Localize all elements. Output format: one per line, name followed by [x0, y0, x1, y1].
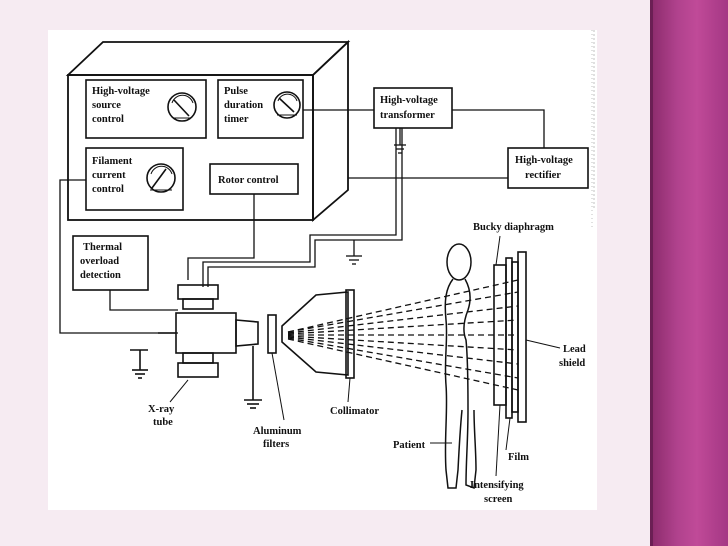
detector-assembly: Bucky diaphragm Film Intensifying screen…: [470, 222, 586, 505]
meter-dial-icon: [146, 163, 176, 193]
filament-control-box: Filament current control: [85, 147, 184, 211]
collimator: Collimator: [281, 289, 379, 417]
hv-source-control-label-1: High-voltage: [92, 86, 150, 97]
filament-control-label-2: current: [92, 170, 126, 181]
aluminum-filters-label-1: Aluminum: [253, 426, 302, 437]
intensifying-screen-label-1: Intensifying: [470, 480, 524, 491]
filament-control-label-1: Filament: [92, 156, 133, 167]
filament-control-label-3: control: [92, 184, 124, 195]
hv-transformer-label-2: transformer: [380, 110, 435, 121]
hv-source-control-label-2: source: [92, 100, 121, 111]
lead-shield-label-1: Lead: [563, 344, 586, 355]
pulse-timer-box: Pulse duration timer: [217, 79, 304, 139]
xray-tube-label-2: tube: [153, 417, 173, 428]
patient-figure: Patient: [393, 243, 477, 490]
xray-system-diagram: High-voltage source control Pulse durati…: [48, 30, 597, 510]
hv-rectifier-box: High-voltage rectifier: [507, 147, 589, 189]
bucky-diaphragm-label: Bucky diaphragm: [473, 222, 554, 233]
rotor-control-label: Rotor control: [218, 175, 279, 186]
thermal-overload-box: Thermal overload detection: [72, 235, 149, 291]
hv-source-control-box: High-voltage source control: [85, 79, 207, 139]
xray-beam: [287, 279, 519, 391]
hv-transformer-box: High-voltage transformer: [373, 87, 453, 129]
collimator-label: Collimator: [330, 406, 379, 417]
film-label: Film: [508, 452, 529, 463]
control-cabinet: [65, 39, 351, 222]
meter-dial-icon: [273, 91, 301, 119]
thermal-overload-label-2: overload: [80, 256, 119, 267]
intensifying-screen-label-2: screen: [484, 494, 513, 505]
rotor-control-box: Rotor control: [209, 163, 299, 195]
lead-shield-label-2: shield: [559, 358, 585, 369]
aluminum-filter: Aluminum filters: [253, 314, 302, 450]
diagram-svg: High-voltage source control Pulse durati…: [59, 30, 595, 505]
xray-tube: X-ray tube: [130, 284, 259, 428]
hv-rectifier-label-2: rectifier: [525, 170, 561, 181]
pulse-timer-label-1: Pulse: [224, 86, 248, 97]
hv-source-control-label-3: control: [92, 114, 124, 125]
xray-tube-label-1: X-ray: [148, 404, 175, 415]
scan-edge-texture: [591, 30, 595, 230]
side-band-edge: [650, 0, 653, 546]
hv-rectifier-label-1: High-voltage: [515, 155, 573, 166]
wiring: [59, 109, 545, 334]
thermal-overload-label-3: detection: [80, 270, 121, 281]
thermal-overload-label-1: Thermal: [83, 242, 122, 253]
ground-symbol-icon: [244, 346, 262, 409]
pulse-timer-label-2: duration: [224, 100, 263, 111]
hv-transformer-label-1: High-voltage: [380, 95, 438, 106]
patient-label: Patient: [393, 440, 426, 451]
decorative-side-band: [650, 0, 728, 546]
pulse-timer-label-3: timer: [224, 114, 249, 125]
aluminum-filters-label-2: filters: [263, 439, 289, 450]
meter-dial-icon: [167, 92, 197, 122]
